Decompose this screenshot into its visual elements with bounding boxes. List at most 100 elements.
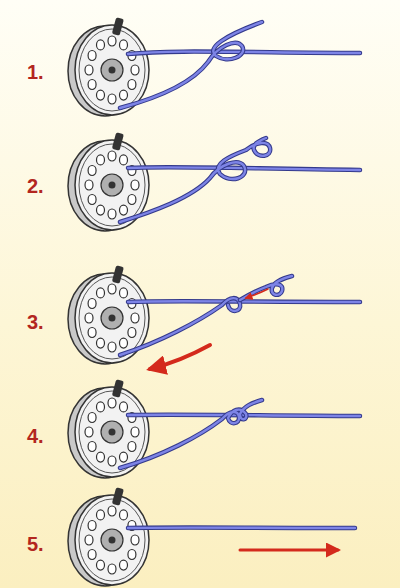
reel-hole <box>97 155 105 165</box>
reel-hole <box>97 560 105 570</box>
reel-hole <box>108 284 116 294</box>
reel-hole <box>88 550 96 560</box>
reel-axle <box>109 182 116 189</box>
reel-handle <box>112 132 124 150</box>
reel-hole <box>120 40 128 50</box>
step-number: 4. <box>27 426 44 446</box>
line-core <box>120 298 240 355</box>
line-core <box>120 400 262 468</box>
reel-hole <box>128 550 136 560</box>
line-step-2 <box>120 138 360 222</box>
reel-hole <box>108 564 116 574</box>
reel-hub <box>101 174 123 196</box>
reel-hole <box>88 299 96 309</box>
reel-hole <box>120 288 128 298</box>
reel-hole <box>88 521 96 531</box>
line-core <box>128 300 360 303</box>
reel-inner-rim <box>79 391 145 473</box>
reel-hole <box>97 90 105 100</box>
pull-arrow <box>240 549 338 552</box>
reel-hub <box>101 421 123 443</box>
line-core <box>120 138 270 222</box>
reel-hole <box>131 427 139 437</box>
reel-hole <box>120 90 128 100</box>
line-outline <box>128 525 355 530</box>
reel-hole <box>97 402 105 412</box>
reel-handle <box>112 265 124 283</box>
reel-hole <box>88 442 96 452</box>
reel-hole <box>120 452 128 462</box>
reel-hole <box>120 338 128 348</box>
pull-arrow-small <box>246 289 268 298</box>
reel-hub <box>101 529 123 551</box>
step-number: 1. <box>27 62 44 82</box>
reel-hole <box>131 65 139 75</box>
reel-hole <box>88 195 96 205</box>
line-core <box>120 22 262 108</box>
reel-hole <box>108 209 116 219</box>
line-outline <box>120 22 262 108</box>
reel-hole <box>108 398 116 408</box>
line-core <box>240 276 292 300</box>
reel-inner-rim <box>79 29 145 111</box>
reel-inner-rim <box>79 277 145 359</box>
pull-arrow <box>150 345 210 369</box>
reel-inner-rim <box>79 499 145 581</box>
reel-hole <box>97 452 105 462</box>
reel-hole <box>85 313 93 323</box>
reel-hole <box>108 151 116 161</box>
reel-hole <box>108 94 116 104</box>
reel-axle <box>109 67 116 74</box>
reel-hole <box>97 205 105 215</box>
reel-hole <box>120 560 128 570</box>
reel-hole <box>88 166 96 176</box>
fly-reel <box>68 487 149 586</box>
line-core <box>128 526 355 529</box>
line-step-5 <box>128 527 355 528</box>
reel-hole <box>120 510 128 520</box>
line-outline <box>120 400 262 468</box>
reel-hole <box>120 205 128 215</box>
reel-hole <box>97 510 105 520</box>
reel-hole <box>128 328 136 338</box>
reel-hole <box>88 328 96 338</box>
reel-axle <box>109 315 116 322</box>
reel-hub <box>101 59 123 81</box>
reel-handle <box>112 487 124 505</box>
reel-axle <box>109 429 116 436</box>
reel-hole <box>85 65 93 75</box>
reel-hole <box>88 80 96 90</box>
reel-hole <box>108 456 116 466</box>
line-step-3 <box>120 276 360 355</box>
step-number: 3. <box>27 312 44 332</box>
reel-hub <box>101 307 123 329</box>
reel-hole <box>85 535 93 545</box>
reel-hole <box>120 402 128 412</box>
reel-hole <box>97 338 105 348</box>
reel-hole <box>88 413 96 423</box>
step-number: 5. <box>27 534 44 554</box>
reel-hole <box>88 51 96 61</box>
reel-axle <box>109 537 116 544</box>
line-step-4 <box>120 400 360 468</box>
line-step-1 <box>120 22 360 108</box>
reel-hole <box>131 313 139 323</box>
reel-hole <box>131 535 139 545</box>
reel-handle <box>112 17 124 35</box>
reel-hole <box>131 180 139 190</box>
line-outline <box>240 276 292 300</box>
line-outline <box>120 298 240 355</box>
reel-hole <box>128 195 136 205</box>
pull-arrows <box>150 289 338 550</box>
reel-inner-rim <box>79 144 145 226</box>
fishing-line <box>120 22 360 528</box>
reel-hole <box>120 155 128 165</box>
reel-hole <box>128 442 136 452</box>
reel-hole <box>128 80 136 90</box>
reel-handle <box>112 379 124 397</box>
reel-hole <box>85 180 93 190</box>
reel-face <box>75 495 149 585</box>
line-outline <box>120 138 270 222</box>
reel-hole <box>97 40 105 50</box>
